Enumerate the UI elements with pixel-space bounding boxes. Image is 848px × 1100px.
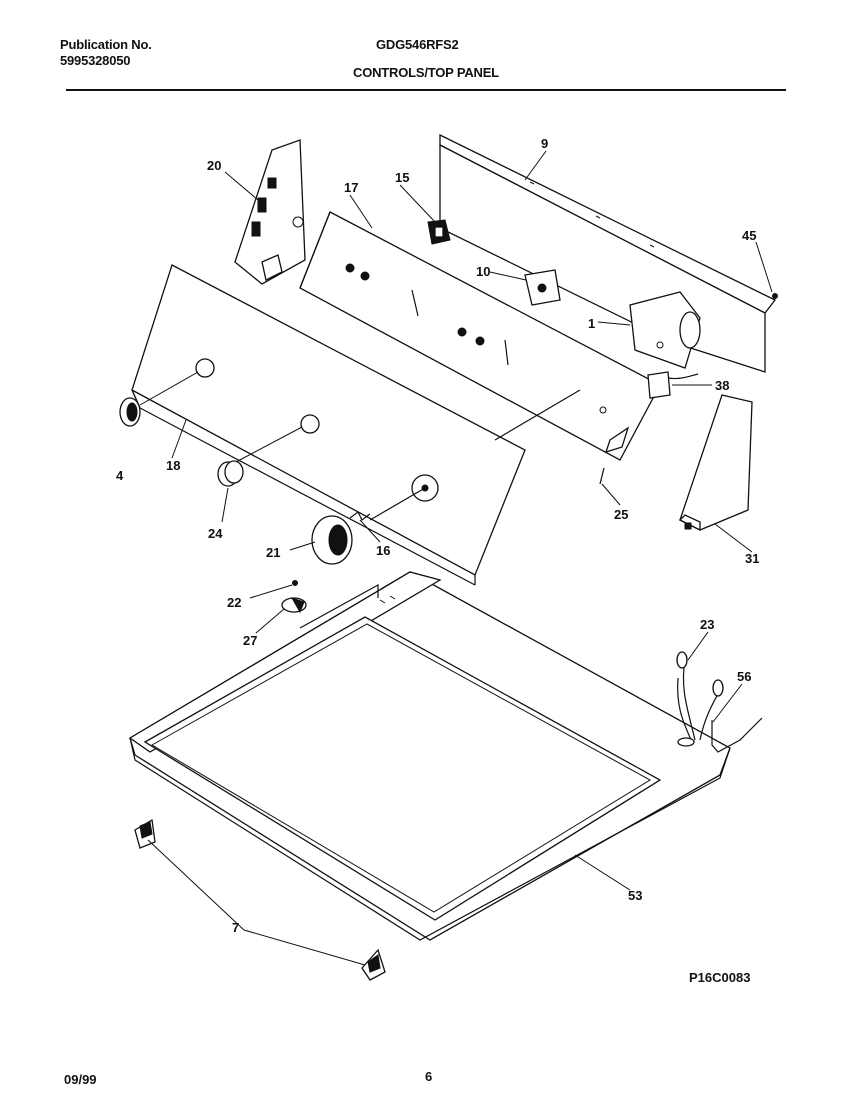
left-end-cap-part-20 <box>234 139 306 285</box>
callout-56: 56 <box>737 669 751 684</box>
top-panel-part-53 <box>128 571 731 941</box>
hinge-part-7 <box>134 818 386 981</box>
model-number: GDG546RFS2 <box>376 37 459 52</box>
console-panel-part-17 <box>299 211 661 461</box>
switch-part-15 <box>427 219 451 245</box>
callout-1: 1 <box>588 316 595 331</box>
callout-20: 20 <box>207 158 221 173</box>
screw-part-22 <box>292 580 298 586</box>
section-title: CONTROLS/TOP PANEL <box>353 65 499 80</box>
right-end-cap-part-31 <box>678 394 753 532</box>
callout-31: 31 <box>745 551 759 566</box>
callout-27: 27 <box>243 633 257 648</box>
callout-17: 17 <box>344 180 358 195</box>
screw-part-45 <box>772 293 778 299</box>
callout-53: 53 <box>628 888 642 903</box>
callout-45: 45 <box>742 228 756 243</box>
callout-16: 16 <box>376 543 390 558</box>
publication-number: 5995328050 <box>60 53 131 68</box>
callout-21: 21 <box>266 545 280 560</box>
publication-label: Publication No. <box>60 37 152 52</box>
drawing-number: P16C0083 <box>689 970 751 985</box>
callout-15: 15 <box>395 170 409 185</box>
spring-part-16 <box>349 511 371 521</box>
switch-part-10 <box>524 269 561 306</box>
callout-24: 24 <box>208 526 223 541</box>
leader-lines <box>139 150 773 966</box>
knob-part-24 <box>217 460 244 487</box>
callout-4: 4 <box>116 468 124 483</box>
clamp-part-56 <box>711 717 763 753</box>
callout-10: 10 <box>476 264 490 279</box>
bracket-part-38 <box>647 371 699 399</box>
callout-7: 7 <box>232 920 239 935</box>
knob-part-4 <box>119 397 141 427</box>
header-rule <box>66 89 786 91</box>
wire-harness-part-23 <box>676 651 724 747</box>
knob-part-21 <box>311 515 353 565</box>
screw-part-25 <box>599 467 605 485</box>
callout-25: 25 <box>614 507 628 522</box>
callout-22: 22 <box>227 595 241 610</box>
timer-part-1 <box>629 291 701 369</box>
page-number: 6 <box>425 1069 433 1084</box>
callout-18: 18 <box>166 458 180 473</box>
callout-38: 38 <box>715 378 729 393</box>
publication-date: 09/99 <box>64 1072 97 1087</box>
clip-part-27 <box>281 597 307 614</box>
callout-9: 9 <box>541 136 548 151</box>
callout-23: 23 <box>700 617 714 632</box>
